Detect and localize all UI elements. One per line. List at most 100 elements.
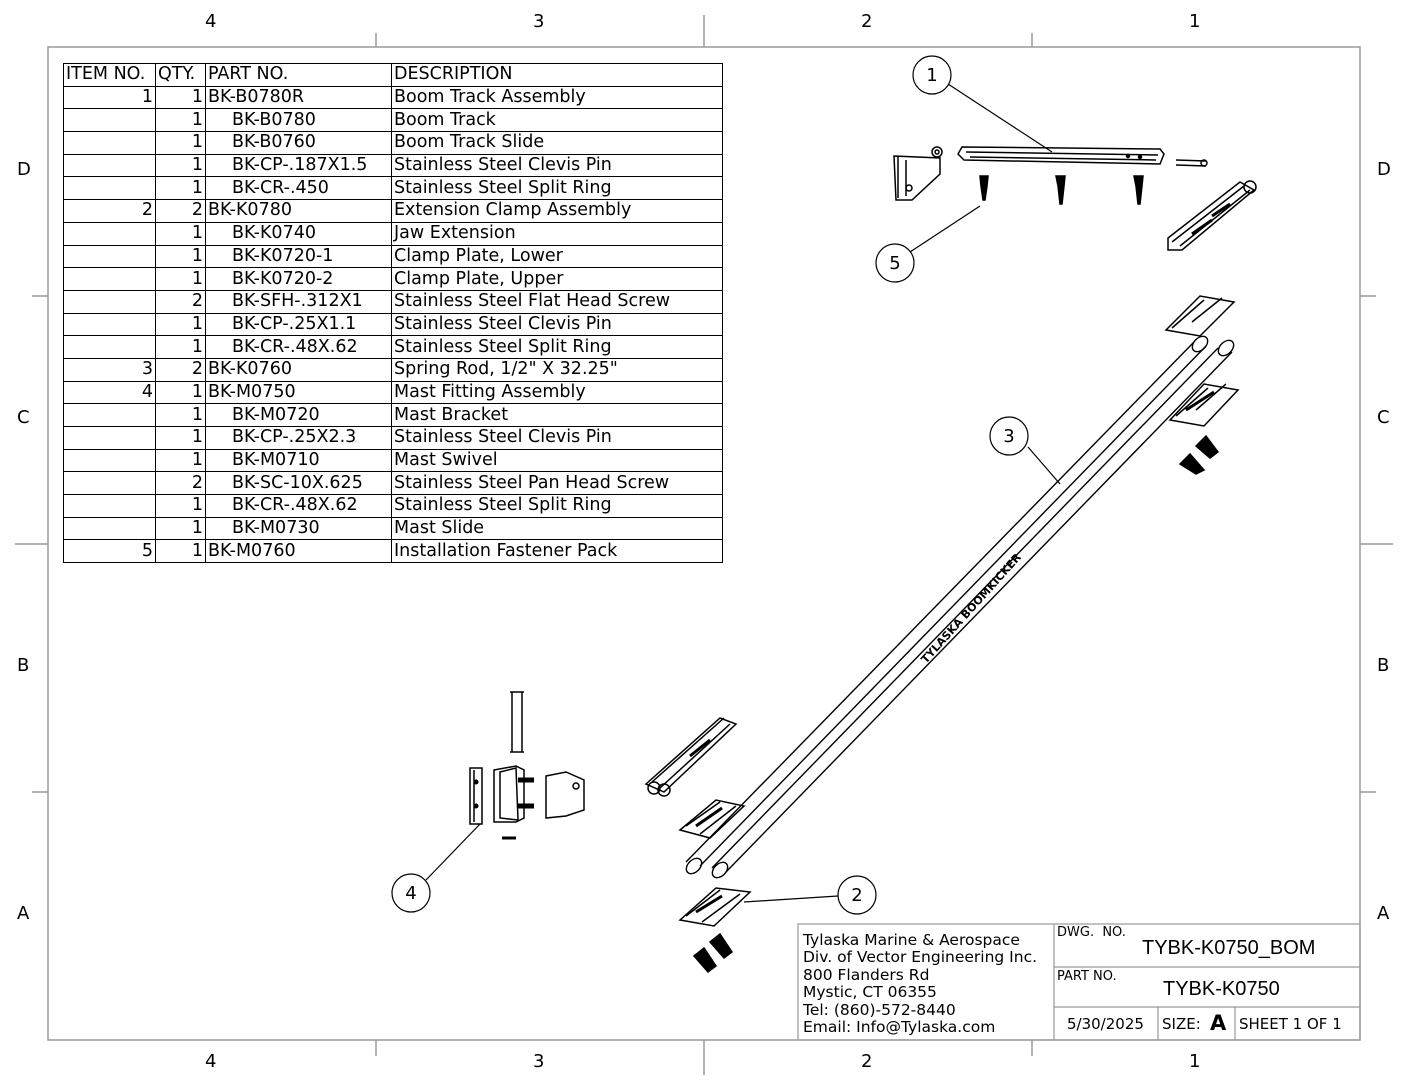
bom-item-no: 3	[63, 357, 156, 382]
date-value: 5/30/2025	[1067, 1015, 1144, 1033]
bom-description: Mast Bracket	[391, 403, 723, 427]
zone-col-bottom-3: 3	[533, 1051, 545, 1072]
size-value: A	[1210, 1011, 1227, 1035]
balloon-labels: 1 3 2 4 5	[405, 65, 1014, 906]
bom-description: Mast Swivel	[391, 448, 723, 473]
bom-item-no	[63, 289, 156, 314]
bom-qty: 1	[155, 108, 206, 133]
bom-description: Stainless Steel Split Ring	[391, 335, 723, 359]
dwg-no-value: TYBK-K0750_BOM	[1142, 937, 1316, 959]
zone-row-right-d: D	[1377, 159, 1391, 180]
boom-track-assembly	[893, 146, 1257, 251]
bom-item-no	[63, 426, 156, 450]
bom-header-desc: DESCRIPTION	[391, 63, 723, 87]
company-line: 800 Flanders Rd	[803, 965, 930, 984]
bom-part-no: BK-SC-10X.625	[205, 471, 392, 496]
bom-item-no: 4	[63, 380, 156, 405]
bom-item-no	[63, 516, 156, 541]
bom-description: Stainless Steel Clevis Pin	[391, 153, 723, 178]
bom-part-no: BK-K0760	[205, 357, 392, 382]
bom-qty: 1	[155, 494, 206, 518]
zone-row-right-b: B	[1377, 655, 1390, 676]
bom-header-qty: QTY.	[155, 63, 206, 87]
balloon-3: 3	[1003, 426, 1014, 447]
bom-part-no: BK-M0730	[205, 516, 392, 541]
bom-description: Clamp Plate, Upper	[391, 267, 723, 291]
zone-col-top-2: 2	[861, 11, 873, 32]
bom-part-no: BK-M0710	[205, 448, 392, 473]
bom-description: Installation Fastener Pack	[391, 539, 723, 564]
zone-col-bottom-4: 4	[205, 1051, 217, 1072]
bom-qty: 1	[155, 516, 206, 541]
zone-row-left-c: C	[17, 407, 30, 428]
size-label: SIZE:	[1162, 1015, 1201, 1033]
bom-qty: 1	[155, 85, 206, 110]
bom-part-no: BK-CP-.25X2.3	[205, 426, 392, 450]
zone-col-bottom-2: 2	[861, 1051, 873, 1072]
bom-qty: 1	[155, 176, 206, 201]
bom-qty: 1	[155, 244, 206, 269]
bom-part-no: BK-K0780	[205, 199, 392, 223]
bom-part-no: BK-B0780	[205, 108, 392, 133]
balloon-1: 1	[926, 65, 937, 86]
bom-part-no: BK-M0750	[205, 380, 392, 405]
bom-qty: 2	[155, 289, 206, 314]
balloon-2: 2	[851, 885, 862, 906]
bom-qty: 1	[155, 403, 206, 427]
zone-row-left-b: B	[17, 655, 30, 676]
bom-part-no: BK-CR-.48X.62	[205, 335, 392, 359]
bom-description: Mast Fitting Assembly	[391, 380, 723, 405]
balloon-5: 5	[889, 253, 900, 274]
zone-col-top-1: 1	[1189, 11, 1201, 32]
bom-qty: 1	[155, 312, 206, 337]
bom-item-no	[63, 153, 156, 178]
part-no-label: PART NO.	[1057, 969, 1117, 984]
bom-part-no: BK-CR-.48X.62	[205, 494, 392, 518]
bom-item-no	[63, 221, 156, 246]
bom-description: Mast Slide	[391, 516, 723, 541]
bom-item-no	[63, 471, 156, 496]
balloon-4: 4	[405, 883, 416, 904]
bom-item-no	[63, 176, 156, 201]
bom-part-no: BK-CP-.187X1.5	[205, 153, 392, 178]
title-block-frame	[797, 923, 1361, 1041]
title-block: Tylaska Marine & Aerospace Div. of Vecto…	[798, 924, 1360, 1040]
company-info: Tylaska Marine & Aerospace Div. of Vecto…	[803, 931, 1038, 1036]
company-line: Tel: (860)-572-8440	[803, 1000, 956, 1019]
company-line: Div. of Vector Engineering Inc.	[803, 948, 1038, 967]
bom-qty: 1	[155, 221, 206, 246]
zone-row-right-c: C	[1377, 407, 1390, 428]
bom-qty: 1	[155, 153, 206, 178]
bom-part-no: BK-B0780R	[205, 85, 392, 110]
bom-part-no: BK-K0720-1	[205, 244, 392, 269]
bom-header-part: PART NO.	[205, 63, 392, 87]
bom-part-no: BK-M0760	[205, 539, 392, 564]
bom-item-no	[63, 312, 156, 337]
bom-header-row: ITEM NO. QTY. PART NO. DESCRIPTION	[63, 63, 723, 87]
bom-description: Stainless Steel Flat Head Screw	[391, 289, 723, 314]
zone-col-bottom-1: 1	[1189, 1051, 1201, 1072]
bom-item-no: 1	[63, 85, 156, 110]
mast-fitting-assembly	[469, 691, 585, 840]
bom-item-no	[63, 131, 156, 155]
bom-description: Spring Rod, 1/2" X 32.25"	[391, 357, 723, 382]
bom-description: Jaw Extension	[391, 221, 723, 246]
bom-description: Stainless Steel Split Ring	[391, 176, 723, 201]
balloons	[391, 55, 1061, 915]
bom-qty: 1	[155, 426, 206, 450]
zone-col-top-3: 3	[533, 11, 545, 32]
